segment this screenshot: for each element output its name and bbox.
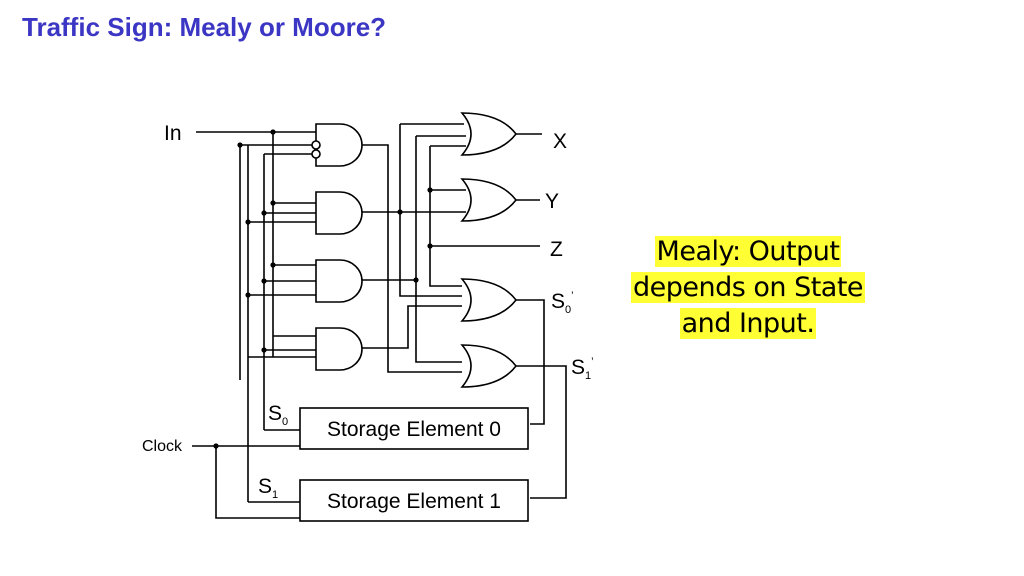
callout-line-3: and Input. (679, 308, 817, 339)
circuit-wires (192, 123, 567, 519)
wire-clock-v (215, 446, 300, 519)
wire-s1n-out (516, 365, 567, 499)
or-gate-y (460, 178, 518, 222)
storage-element-0 (299, 407, 529, 450)
callout-line-1: Mealy: Output (654, 236, 842, 267)
storage-element-1 (299, 479, 529, 522)
mealy-callout: Mealy: Output depends on State and Input… (620, 234, 876, 342)
output-label-s1-next: S1’ (571, 356, 594, 382)
state-label-s0: S0 (268, 402, 288, 428)
output-label-s0-next: S0’ (551, 290, 574, 316)
input-label-in: In (164, 122, 182, 145)
and-gates (311, 123, 363, 371)
clock-label: Clock (142, 438, 183, 455)
wire-bus-y-v (429, 146, 462, 287)
or-gate-x (460, 112, 518, 156)
and-gate-2 (315, 191, 363, 235)
or-gates (460, 112, 518, 388)
callout-line-2: depends on State (630, 272, 866, 303)
output-label-x: X (553, 130, 567, 153)
wire-bus-x-v (399, 124, 462, 297)
and-gate-3 (315, 259, 363, 303)
wire-and4-out (362, 305, 462, 349)
and-gate-1-inverter-b (311, 149, 321, 159)
storage-element-1-label: Storage Element 1 (327, 490, 501, 513)
and-gate-1-inverter-a (311, 140, 321, 150)
output-label-z: Z (550, 238, 563, 261)
and-gate-1 (315, 123, 363, 167)
or-gate-s0 (460, 278, 518, 322)
wire-s0n-out (516, 299, 545, 425)
wire-and3-out (362, 279, 462, 363)
storage-element-0-label: Storage Element 0 (327, 418, 501, 441)
wire-junctions (213, 129, 433, 449)
page-title: Traffic Sign: Mealy or Moore? (22, 12, 387, 42)
state-label-s1: S1 (258, 475, 278, 501)
or-gate-s1 (460, 344, 518, 388)
wire-and1-out (362, 144, 462, 373)
output-label-y: Y (545, 190, 559, 213)
and-gate-4 (315, 327, 363, 371)
storage-elements (299, 407, 529, 522)
